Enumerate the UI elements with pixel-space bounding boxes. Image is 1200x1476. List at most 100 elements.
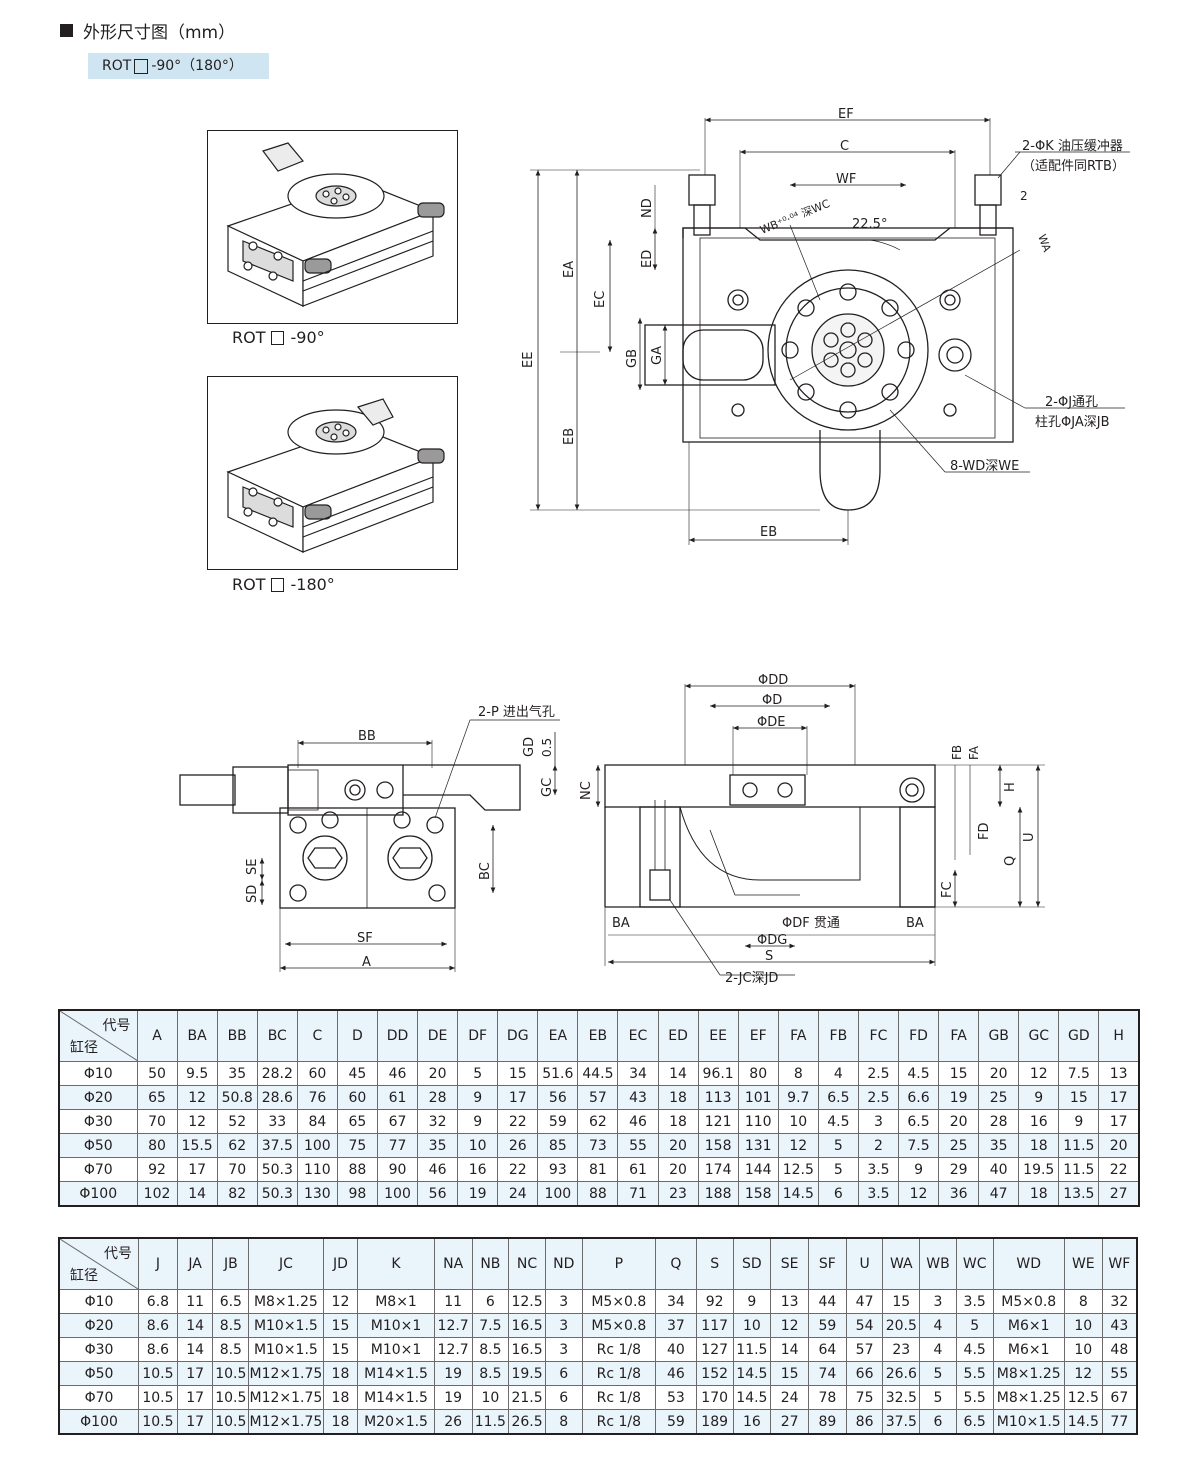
dim-sd-label: SD <box>245 885 260 903</box>
value-cell: 10.5 <box>212 1361 250 1386</box>
value-cell: 15 <box>1058 1085 1100 1110</box>
dim-eb-left-label: EB <box>562 428 577 445</box>
value-cell: 27 <box>1098 1181 1140 1207</box>
value-cell: 12.7 <box>433 1313 473 1338</box>
column-header: NB <box>471 1237 510 1290</box>
value-cell: 46 <box>376 1061 419 1086</box>
dim-se-label: SE <box>245 859 260 875</box>
square-bullet-icon <box>60 24 73 37</box>
dim-q-label: Q <box>1003 856 1018 866</box>
value-cell: 17 <box>1098 1109 1140 1134</box>
value-cell: 17 <box>497 1085 539 1110</box>
side-view <box>179 719 560 972</box>
value-cell: 5.5 <box>955 1385 994 1410</box>
value-cell: 5 <box>919 1385 957 1410</box>
placeholder-box-icon <box>271 330 285 345</box>
corner-bore-label: 缸径 <box>70 1268 98 1284</box>
column-header: S <box>695 1237 734 1290</box>
value-cell: 98 <box>336 1181 378 1207</box>
value-cell: M10×1 <box>357 1337 435 1362</box>
front-view <box>595 683 1045 976</box>
column-header: DE <box>417 1009 459 1062</box>
value-cell: 10 <box>732 1313 772 1338</box>
value-cell: 6.5 <box>955 1409 994 1435</box>
column-header: JD <box>322 1237 359 1290</box>
value-cell: 11.5 <box>1058 1133 1100 1158</box>
value-cell: 92 <box>695 1289 734 1314</box>
value-cell: 6 <box>471 1289 510 1314</box>
value-cell: 32 <box>417 1109 459 1134</box>
value-cell: 17 <box>1098 1085 1140 1110</box>
value-cell: 52 <box>216 1109 258 1134</box>
value-cell: 8.5 <box>212 1313 250 1338</box>
value-cell: 50.3 <box>256 1181 298 1207</box>
value-cell: 28 <box>978 1109 1020 1134</box>
value-cell: 20 <box>657 1157 699 1182</box>
value-cell: 8 <box>544 1409 583 1435</box>
value-cell: 12.5 <box>508 1289 546 1314</box>
dim-c-label: C <box>840 139 849 154</box>
value-cell: 6 <box>817 1181 859 1207</box>
value-cell: 22 <box>497 1109 539 1134</box>
value-cell: 5 <box>955 1313 994 1338</box>
column-header: Q <box>655 1237 697 1290</box>
value-cell: 71 <box>617 1181 659 1207</box>
value-cell: 158 <box>737 1181 779 1207</box>
value-cell: 16.5 <box>508 1313 546 1338</box>
value-cell: 17 <box>176 1361 214 1386</box>
value-cell: 40 <box>655 1337 697 1362</box>
column-header: GB <box>978 1009 1020 1062</box>
column-header: FA <box>777 1009 819 1062</box>
dim-ba-left-label: BA <box>612 916 630 931</box>
value-cell: 12 <box>777 1133 819 1158</box>
column-header: SE <box>770 1237 809 1290</box>
value-cell: 92 <box>136 1157 178 1182</box>
dim-fc-label: FC <box>940 881 955 898</box>
value-cell: 32.5 <box>882 1385 921 1410</box>
value-cell: 65 <box>336 1109 378 1134</box>
value-cell: 13.5 <box>1058 1181 1100 1207</box>
angle-label: 22.5° <box>852 217 887 232</box>
value-cell: 25 <box>978 1085 1020 1110</box>
value-cell: 18 <box>322 1361 359 1386</box>
value-cell: 14 <box>176 1313 214 1338</box>
value-cell: 8.5 <box>212 1337 250 1362</box>
value-cell: 10.5 <box>212 1385 250 1410</box>
value-cell: 37.5 <box>882 1409 921 1435</box>
value-cell: 47 <box>845 1289 884 1314</box>
value-cell: 8.5 <box>471 1361 510 1386</box>
note-shock-absorber-fit: （适配件同RTB） <box>1022 159 1125 174</box>
value-cell: 56 <box>537 1085 579 1110</box>
angle-count-label: 2 <box>1020 189 1028 203</box>
value-cell: M8×1 <box>357 1289 435 1314</box>
value-cell: 86 <box>845 1409 884 1435</box>
value-cell: 101 <box>737 1085 779 1110</box>
value-cell: 70 <box>136 1109 178 1134</box>
value-cell: 14.5 <box>1063 1409 1103 1435</box>
value-cell: 75 <box>845 1385 884 1410</box>
column-header: EF <box>737 1009 779 1062</box>
value-cell: 17 <box>176 1157 218 1182</box>
note-tapped-holes: 2-JC深JD <box>725 971 778 986</box>
value-cell: 6.5 <box>817 1085 859 1110</box>
value-cell: 131 <box>737 1133 779 1158</box>
value-cell: 9 <box>457 1085 499 1110</box>
value-cell: 18 <box>657 1085 699 1110</box>
value-cell: 55 <box>1101 1361 1138 1386</box>
value-cell: 20 <box>978 1061 1020 1086</box>
value-cell: 17 <box>176 1409 214 1435</box>
column-header: H <box>1098 1009 1140 1062</box>
value-cell: 7.5 <box>1058 1061 1100 1086</box>
value-cell: 14.5 <box>777 1181 819 1207</box>
column-header: ED <box>657 1009 699 1062</box>
value-cell: 12.5 <box>1063 1385 1103 1410</box>
value-cell: 93 <box>537 1157 579 1182</box>
value-cell: 37 <box>655 1313 697 1338</box>
value-cell: 10 <box>471 1385 510 1410</box>
